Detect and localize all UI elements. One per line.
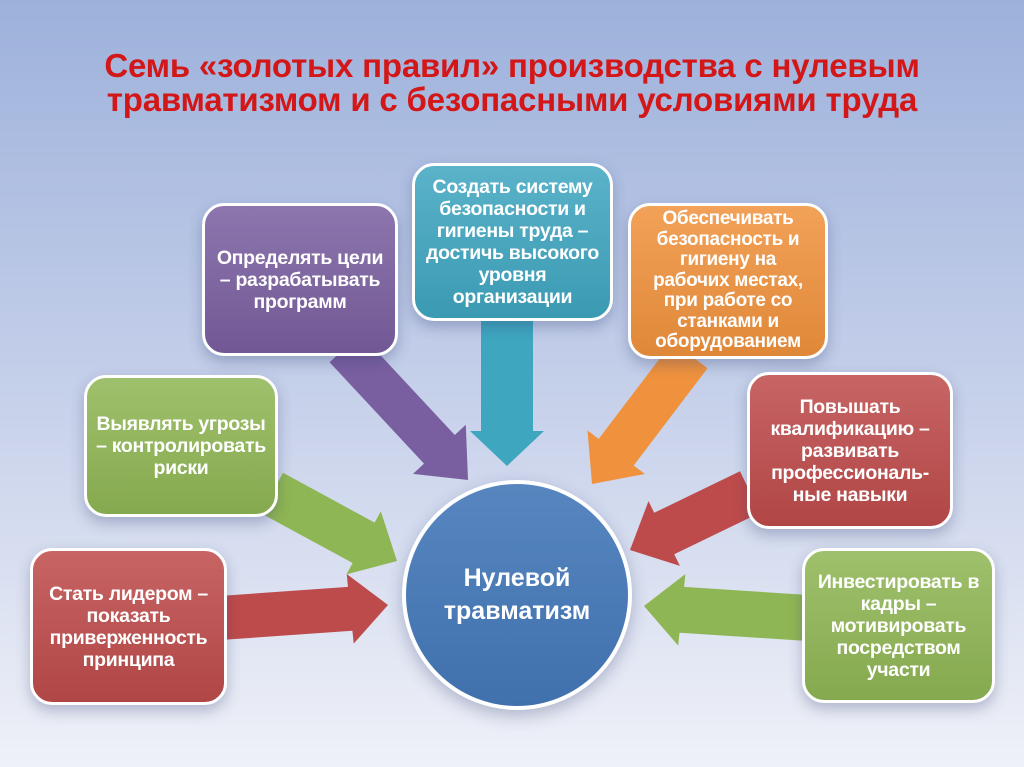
slide-title: Семь «золотых правил» производства с нул… — [104, 47, 920, 118]
arrow-qualification — [630, 471, 760, 566]
arrow-identify-hazards — [261, 472, 397, 575]
rule-box-safety-system: Создать систему безопасности и гигиены т… — [412, 163, 613, 321]
rule-box-define-goals: Определять цели – разрабатывать программ — [202, 203, 398, 356]
rule-box-leadership: Стать лидером – показать приверженность … — [30, 548, 227, 705]
center-circle: Нулевой травматизм — [402, 480, 632, 710]
arrow-safety-system — [470, 313, 544, 466]
rule-box-text: Выявлять угрозы – контролировать риски — [96, 413, 266, 479]
rule-box-identify-hazards: Выявлять угрозы – контролировать риски — [84, 375, 278, 517]
rule-box-text: Создать систему безопасности и гигиены т… — [426, 176, 599, 308]
rule-box-text: Повышать квалификацию – развивать профес… — [770, 395, 930, 506]
rule-box-invest-people: Инвестировать в кадры – мотивировать пос… — [802, 548, 995, 703]
rule-box-text: Стать лидером – показать приверженность … — [49, 582, 208, 671]
arrow-workplace-safety — [587, 341, 708, 484]
center-circle-label: Нулевой травматизм — [443, 564, 591, 625]
arrow-invest-people — [644, 574, 811, 646]
arrow-leadership — [217, 574, 388, 644]
rule-box-text: Инвестировать в кадры – мотивировать пос… — [817, 570, 980, 681]
rule-box-text: Обеспечивать безопасность и гигиену на р… — [653, 208, 803, 353]
rule-box-text: Определять цели – разрабатывать программ — [216, 246, 384, 313]
arrow-define-goals — [329, 333, 468, 480]
rule-box-qualification: Повышать квалификацию – развивать профес… — [747, 372, 953, 529]
rule-box-workplace-safety: Обеспечивать безопасность и гигиену на р… — [628, 203, 828, 359]
